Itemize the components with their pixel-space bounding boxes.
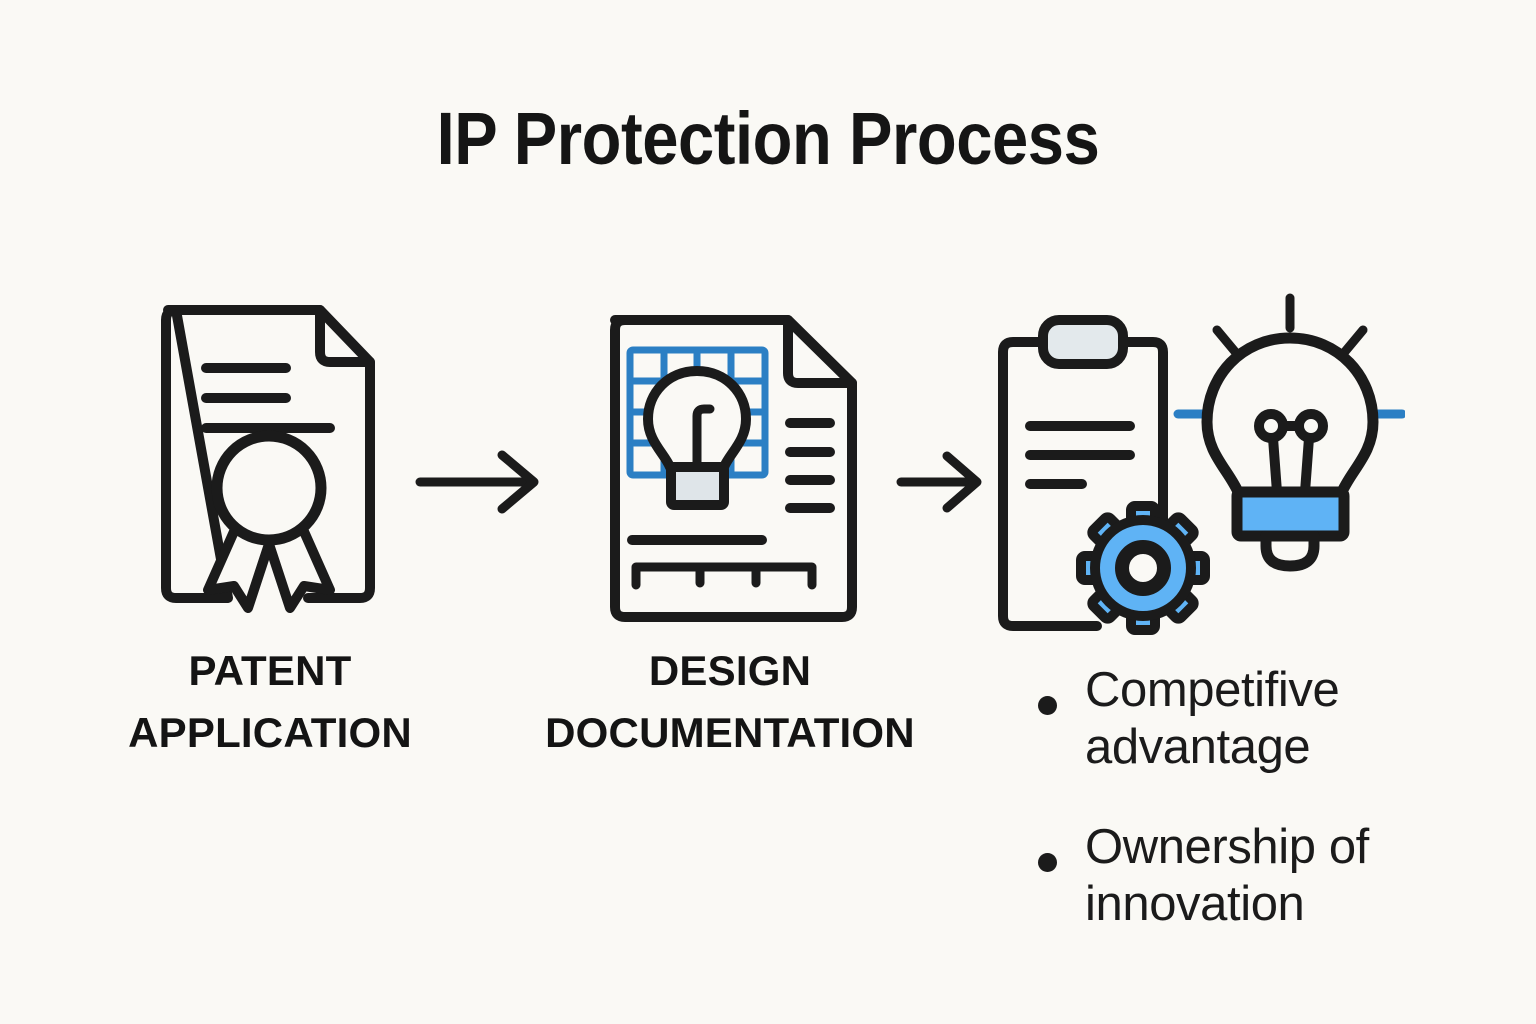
bullet-text: Ownership of innovation (1085, 819, 1369, 934)
certificate-document-icon (161, 305, 375, 613)
page-title: IP Protection Process (436, 97, 1100, 180)
step-label-line1: PATENT (188, 647, 352, 694)
bulb-base (1231, 486, 1350, 542)
clipboard-gear-lightbulb-icon (998, 293, 1405, 635)
lightbulb-icon (1201, 332, 1379, 572)
clipboard-clip (1038, 315, 1128, 369)
gear-icon (1076, 501, 1210, 635)
bullet-line2: innovation (1085, 876, 1305, 931)
folded-corner (783, 315, 857, 388)
outcomes-bullet-list: Competifive advantage Ownership of innov… (1038, 662, 1468, 975)
clipboard-board (998, 337, 1168, 631)
bullet-dot-icon (1038, 696, 1057, 715)
lightbulb (643, 366, 751, 510)
document-page-outline (161, 305, 375, 603)
arrow-2-icon (896, 451, 982, 513)
bullet-line2: advantage (1085, 720, 1311, 775)
filament (1254, 409, 1328, 497)
bulb-base (666, 462, 729, 510)
bulb-tip (1260, 530, 1320, 572)
arrow-1-icon (415, 450, 539, 514)
bullet-line1: Ownership of (1085, 819, 1369, 874)
step-label-design-documentation: DESIGN DOCUMENTATION (490, 640, 970, 764)
bullet-text: Competifive advantage (1085, 662, 1340, 777)
step-label-patent-application: PATENT APPLICATION (110, 640, 430, 764)
list-item: Competifive advantage (1038, 662, 1468, 777)
filament (692, 404, 715, 472)
folded-corner (315, 305, 375, 367)
list-item: Ownership of innovation (1038, 819, 1468, 934)
step-label-line2: APPLICATION (128, 709, 412, 757)
design-blueprint-document-icon (610, 315, 857, 622)
ribbon-tails (203, 513, 335, 613)
step-label-line1: DESIGN (648, 647, 812, 694)
step-label-line2: DOCUMENTATION (545, 709, 915, 757)
award-seal-circle (211, 430, 327, 546)
ruler (631, 562, 817, 590)
bullet-dot-icon (1038, 852, 1057, 872)
bullet-line1: Competifive (1085, 663, 1340, 717)
document-page-outline (610, 315, 857, 622)
gear-hole (1115, 540, 1171, 596)
